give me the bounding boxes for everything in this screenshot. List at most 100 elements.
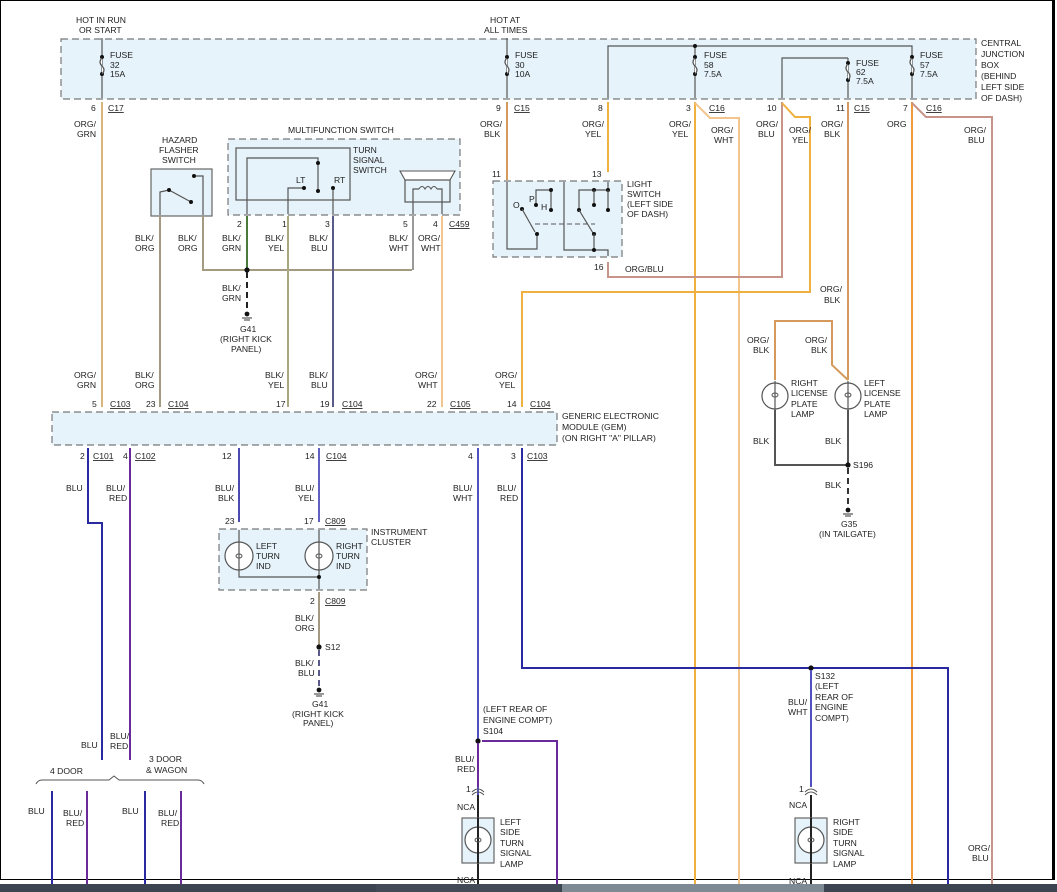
svg-text:BLK/: BLK/ bbox=[135, 233, 154, 243]
svg-text:GRN: GRN bbox=[77, 129, 96, 139]
svg-text:1: 1 bbox=[466, 784, 471, 794]
svg-text:H: H bbox=[541, 202, 547, 212]
wire-org-blu-pin7 bbox=[911, 102, 993, 892]
ground-g41-top-id: G41 bbox=[240, 324, 256, 334]
svg-text:IND: IND bbox=[336, 561, 351, 571]
svg-text:(LEFT REAR OF: (LEFT REAR OF bbox=[483, 704, 547, 714]
svg-text:TURN: TURN bbox=[336, 551, 360, 561]
svg-text:WHT: WHT bbox=[418, 380, 438, 390]
taskbar-segment[interactable] bbox=[826, 884, 1057, 892]
svg-text:C809: C809 bbox=[325, 516, 346, 526]
svg-text:7.5A: 7.5A bbox=[704, 69, 722, 79]
svg-text:RED: RED bbox=[457, 764, 475, 774]
gem-pin-19: 19 bbox=[320, 399, 330, 409]
svg-text:BLU: BLU bbox=[968, 135, 985, 145]
svg-text:(ON RIGHT "A" PILLAR): (ON RIGHT "A" PILLAR) bbox=[562, 433, 656, 443]
svg-text:RIGHT: RIGHT bbox=[791, 378, 818, 388]
hazard-flasher-switch bbox=[150, 168, 213, 217]
mfs-pin-4: 4 bbox=[433, 219, 438, 229]
svg-text:BLK/: BLK/ bbox=[135, 370, 154, 380]
right-side-lamp-bulb-icon bbox=[797, 818, 825, 863]
svg-text:C103: C103 bbox=[527, 451, 548, 461]
svg-text:BLK: BLK bbox=[825, 480, 842, 490]
wire-blu bbox=[87, 448, 103, 760]
hot-run-start-label-2: OR START bbox=[79, 25, 122, 35]
cjb-pin-10: 10 bbox=[767, 103, 777, 113]
svg-text:YEL: YEL bbox=[585, 129, 601, 139]
svg-text:(IN TAILGATE): (IN TAILGATE) bbox=[819, 529, 876, 539]
svg-text:15A: 15A bbox=[110, 69, 126, 79]
svg-text:BLU: BLU bbox=[66, 483, 83, 493]
wire-blu-red-s104 bbox=[482, 740, 558, 892]
mfs-connector: C459 bbox=[449, 219, 470, 229]
svg-text:C105: C105 bbox=[450, 399, 471, 409]
svg-text:RED: RED bbox=[110, 741, 128, 751]
mfs-pin-2: 2 bbox=[237, 219, 242, 229]
svg-text:ORG/: ORG/ bbox=[756, 119, 779, 129]
svg-text:FUSE: FUSE bbox=[110, 50, 133, 60]
svg-text:3 DOOR: 3 DOOR bbox=[149, 754, 182, 764]
svg-text:58: 58 bbox=[704, 60, 714, 70]
svg-text:ORG/: ORG/ bbox=[821, 119, 844, 129]
cjb-conn-c17: C17 bbox=[108, 103, 124, 113]
wire-org-yel-gem bbox=[521, 102, 811, 407]
variant-brace bbox=[35, 775, 205, 785]
taskbar-segment[interactable] bbox=[376, 884, 560, 892]
svg-text:ORG/: ORG/ bbox=[415, 370, 438, 380]
svg-text:MODULE (GEM): MODULE (GEM) bbox=[562, 422, 627, 432]
mfs-pin-1: 1 bbox=[282, 219, 287, 229]
svg-text:BLK/: BLK/ bbox=[265, 233, 284, 243]
taskbar-segment-active[interactable] bbox=[562, 884, 824, 892]
svg-text:C102: C102 bbox=[135, 451, 156, 461]
svg-text:ORG/: ORG/ bbox=[74, 370, 97, 380]
svg-text:FUSE: FUSE bbox=[704, 50, 727, 60]
svg-text:ORG: ORG bbox=[178, 243, 198, 253]
svg-text:NCA: NCA bbox=[789, 800, 807, 810]
cjb-pin-11: 11 bbox=[836, 103, 845, 113]
svg-text:BLU/: BLU/ bbox=[110, 731, 130, 741]
cjb-pin-8: 8 bbox=[598, 103, 603, 113]
svg-text:ORG/: ORG/ bbox=[480, 119, 503, 129]
gem-pin-3: 3 bbox=[511, 451, 516, 461]
svg-text:4 DOOR: 4 DOOR bbox=[50, 766, 83, 776]
cjb-conn-c16a: C16 bbox=[709, 103, 725, 113]
svg-text:LAMP: LAMP bbox=[864, 409, 888, 419]
svg-text:CLUSTER: CLUSTER bbox=[371, 537, 411, 547]
splice-s196 bbox=[845, 462, 851, 468]
svg-text:PANEL): PANEL) bbox=[303, 718, 334, 728]
svg-text:BLU: BLU bbox=[311, 243, 328, 253]
svg-text:TURN: TURN bbox=[500, 838, 524, 848]
svg-text:C104: C104 bbox=[342, 399, 363, 409]
splice-s104 bbox=[475, 738, 481, 744]
ground-g41-bottom-icon bbox=[314, 687, 324, 697]
svg-text:ORG/: ORG/ bbox=[789, 125, 812, 135]
fuse-58: FUSE 58 7.5A bbox=[692, 44, 727, 98]
cjb-label-2: JUNCTION bbox=[981, 49, 1024, 59]
gem-pin-14b: 14 bbox=[305, 451, 315, 461]
svg-text:C809: C809 bbox=[325, 596, 346, 606]
svg-text:ORG: ORG bbox=[135, 243, 155, 253]
svg-text:YEL: YEL bbox=[268, 380, 284, 390]
svg-text:G35: G35 bbox=[841, 519, 857, 529]
gem-pin-4: 4 bbox=[123, 451, 128, 461]
svg-text:BLU: BLU bbox=[298, 668, 315, 678]
svg-text:BLK: BLK bbox=[218, 493, 235, 503]
svg-text:S196: S196 bbox=[853, 460, 873, 470]
svg-text:REAR OF: REAR OF bbox=[815, 692, 853, 702]
svg-text:BLK: BLK bbox=[484, 129, 501, 139]
svg-text:BLU: BLU bbox=[311, 380, 328, 390]
ground-g41-top-icon bbox=[242, 311, 252, 321]
svg-text:BLK/: BLK/ bbox=[295, 613, 314, 623]
svg-text:LAMP: LAMP bbox=[791, 409, 815, 419]
cjb-label-3: BOX bbox=[981, 60, 999, 70]
svg-text:LEFT: LEFT bbox=[500, 817, 522, 827]
svg-text:SIDE: SIDE bbox=[833, 827, 853, 837]
svg-text:BLU/: BLU/ bbox=[497, 483, 517, 493]
svg-text:YEL: YEL bbox=[792, 135, 808, 145]
svg-text:G41: G41 bbox=[312, 699, 328, 709]
gem-pin-22: 22 bbox=[427, 399, 437, 409]
svg-text:RT: RT bbox=[334, 175, 346, 185]
taskbar-segment[interactable] bbox=[0, 884, 374, 892]
svg-text:BLK: BLK bbox=[753, 345, 770, 355]
